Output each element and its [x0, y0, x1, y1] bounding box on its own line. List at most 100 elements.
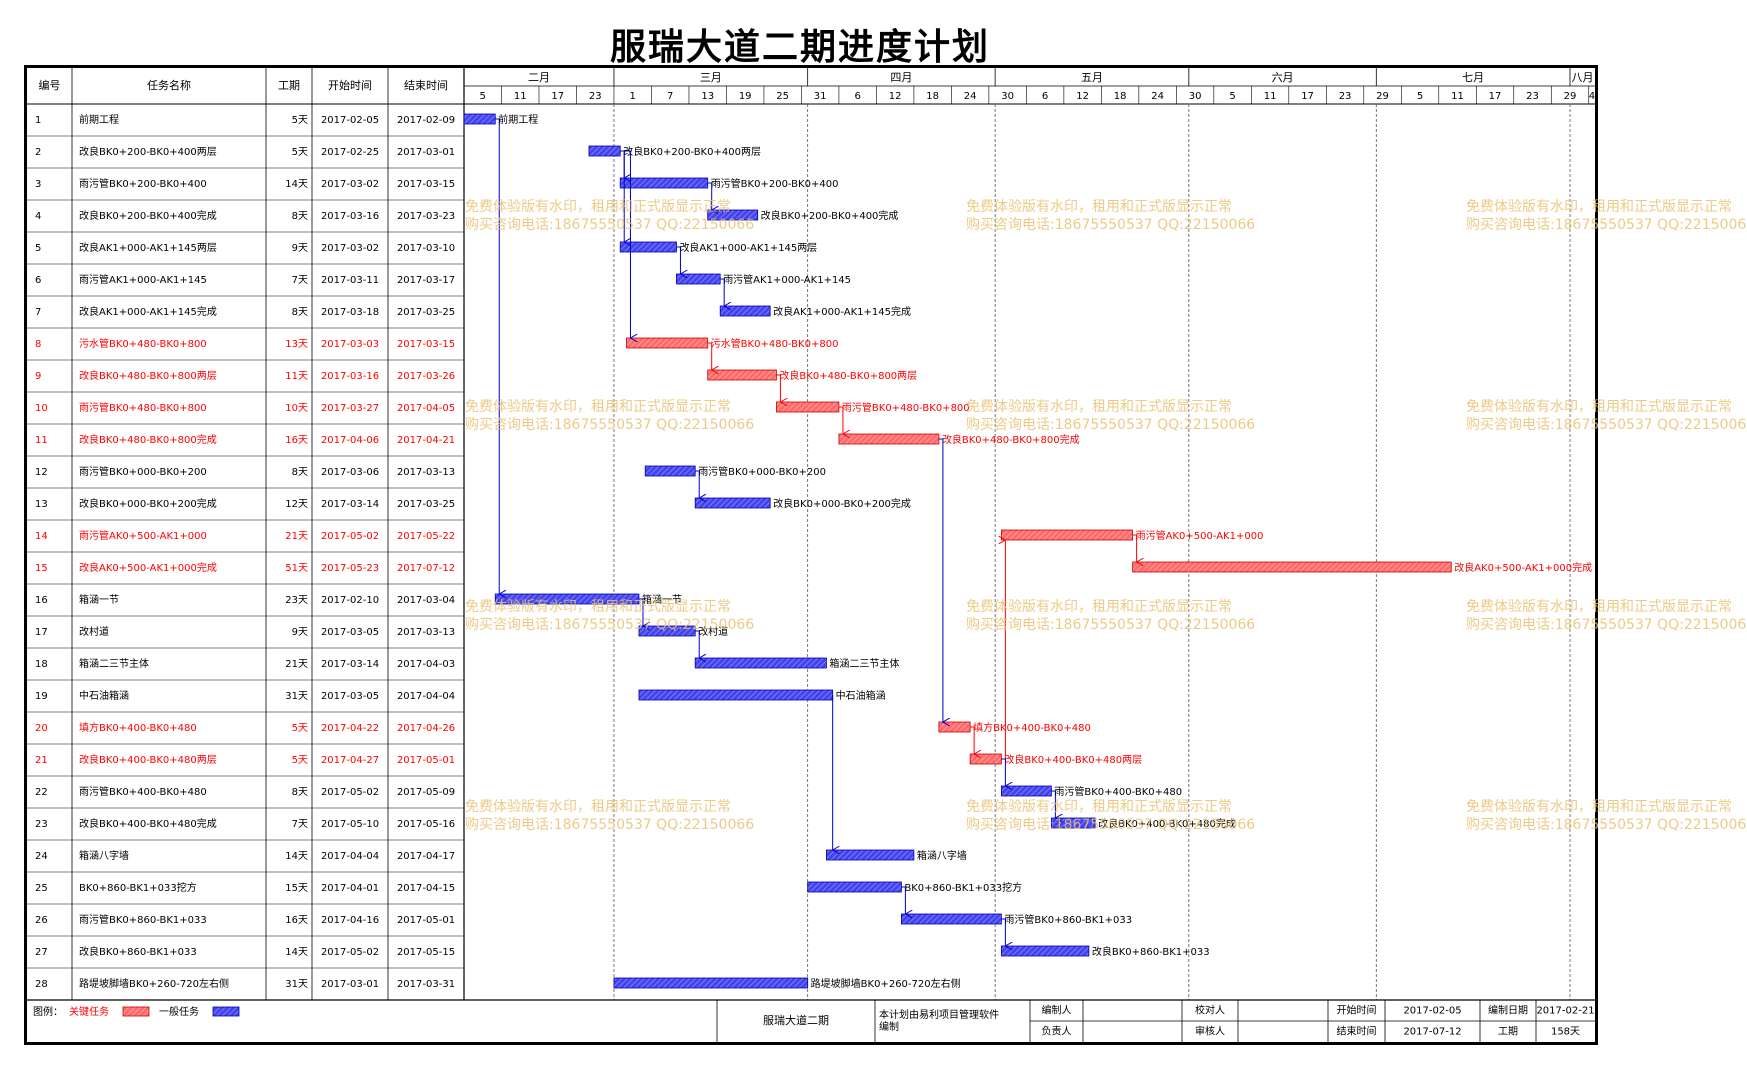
task-start: 2017-03-02 [321, 179, 379, 190]
task-duration: 16天 [285, 915, 308, 926]
task-name: 改良BK0+200-BK0+400两层 [79, 145, 217, 158]
task-end: 2017-03-13 [397, 467, 455, 478]
tick-label: 11 [1264, 91, 1277, 102]
tick-label: 1 [630, 91, 636, 102]
task-name: 雨污管BK0+400-BK0+480 [79, 785, 207, 798]
task-bar-label: 改良BK0+480-BK0+800完成 [942, 433, 1080, 446]
task-name: 前期工程 [79, 113, 119, 126]
task-name: 改良BK0+400-BK0+480两层 [79, 753, 217, 766]
task-bar-label: 改良BK0+860-BK1+033 [1092, 945, 1210, 958]
task-bar [1000, 945, 1090, 957]
task-bar [588, 145, 621, 157]
task-bar [776, 401, 840, 413]
task-start: 2017-03-01 [321, 979, 379, 990]
task-duration: 8天 [292, 307, 308, 318]
task-bar-label: 改良BK0+200-BK0+400两层 [623, 145, 761, 158]
task-start: 2017-03-03 [321, 339, 379, 350]
task-start: 2017-04-06 [321, 435, 379, 446]
task-bar-label: 前期工程 [498, 113, 538, 126]
task-bar-label: 雨污管AK1+000-AK1+145 [723, 273, 851, 286]
task-duration: 5天 [292, 723, 308, 734]
footer-editor-label: 编制人 [1042, 1004, 1072, 1017]
task-bar-label: 改良AK0+500-AK1+000完成 [1454, 561, 1592, 574]
task-duration: 9天 [292, 243, 308, 254]
dependency-link [776, 374, 780, 402]
dependency-link [495, 118, 499, 594]
task-duration: 21天 [285, 659, 308, 670]
task-bar [494, 593, 640, 605]
task-end: 2017-04-15 [397, 883, 455, 894]
task-bar-label: 雨污管BK0+000-BK0+200 [698, 465, 826, 478]
task-name: 改良AK1+000-AK1+145完成 [79, 305, 217, 318]
task-start: 2017-03-18 [321, 307, 379, 318]
task-id: 14 [35, 531, 48, 542]
tick-label: 5 [1229, 91, 1235, 102]
task-name: 雨污管BK0+200-BK0+400 [79, 177, 207, 190]
task-bar-label: 改良BK0+000-BK0+200完成 [773, 497, 911, 510]
task-bar [613, 977, 809, 989]
legend-label: 图例： [33, 1005, 63, 1018]
task-duration: 5天 [292, 147, 308, 158]
month-label: 六月 [1272, 71, 1294, 84]
task-bar-label: 雨污管BK0+860-BK1+033 [1004, 913, 1132, 926]
task-start: 2017-02-05 [321, 115, 379, 126]
task-name: 雨污管AK1+000-AK1+145 [79, 273, 207, 286]
task-duration: 7天 [292, 275, 308, 286]
footer-software-note: 本计划由易利项目管理软件 [879, 1008, 999, 1021]
task-start: 2017-03-27 [321, 403, 379, 414]
task-bar-label: 中石油箱涵 [836, 689, 886, 702]
dependency-link [620, 150, 630, 338]
task-end: 2017-02-09 [397, 115, 455, 126]
tick-label: 12 [1076, 91, 1089, 102]
task-end: 2017-04-03 [397, 659, 455, 670]
task-bar [938, 721, 971, 733]
task-end: 2017-05-09 [397, 787, 455, 798]
column-header-id: 编号 [39, 78, 61, 92]
legend-normal-swatch [212, 1006, 240, 1017]
task-end: 2017-05-22 [397, 531, 455, 542]
task-bar-label: 改良BK0+480-BK0+800两层 [779, 369, 917, 382]
task-bar [1000, 785, 1052, 797]
task-duration: 21天 [285, 531, 308, 542]
task-id: 16 [35, 595, 48, 606]
month-label: 八月 [1572, 71, 1594, 84]
footer-end-label: 结束时间 [1337, 1025, 1377, 1038]
task-bar [1000, 529, 1134, 541]
task-id: 20 [35, 723, 48, 734]
task-duration: 8天 [292, 211, 308, 222]
task-end: 2017-03-04 [397, 595, 455, 606]
dependency-link [1001, 758, 1005, 786]
column-header-duration: 工期 [278, 79, 300, 92]
task-name: 箱涵一节 [79, 593, 119, 606]
task-end: 2017-05-01 [397, 915, 455, 926]
footer-end-value: 2017-07-12 [1403, 1027, 1461, 1038]
task-end: 2017-03-01 [397, 147, 455, 158]
task-duration: 5天 [292, 755, 308, 766]
tick-label: 17 [551, 91, 564, 102]
dependency-link [1051, 790, 1055, 818]
task-duration: 5天 [292, 115, 308, 126]
footer-auditor-label: 审核人 [1195, 1025, 1225, 1038]
task-id: 21 [35, 755, 48, 766]
tick-label: 12 [889, 91, 902, 102]
task-name: 填方BK0+400-BK0+480 [79, 721, 197, 734]
task-start: 2017-03-02 [321, 243, 379, 254]
task-start: 2017-02-10 [321, 595, 379, 606]
task-name: 雨污管BK0+000-BK0+200 [79, 465, 207, 478]
task-id: 11 [35, 435, 48, 446]
dependency-link [938, 438, 943, 722]
tick-label: 6 [854, 91, 860, 102]
task-end: 2017-03-15 [397, 339, 455, 350]
task-start: 2017-05-10 [321, 819, 379, 830]
task-name: 改良AK0+500-AK1+000完成 [79, 561, 217, 574]
task-name: 箱涵八字墙 [79, 849, 129, 862]
tick-label: 5 [480, 91, 486, 102]
task-end: 2017-03-25 [397, 307, 455, 318]
task-start: 2017-02-25 [321, 147, 379, 158]
task-duration: 14天 [285, 947, 308, 958]
dependency-link [901, 886, 905, 914]
task-bar-label: BK0+860-BK1+033挖方 [904, 881, 1022, 894]
task-bar [463, 113, 496, 125]
task-start: 2017-03-05 [321, 627, 379, 638]
